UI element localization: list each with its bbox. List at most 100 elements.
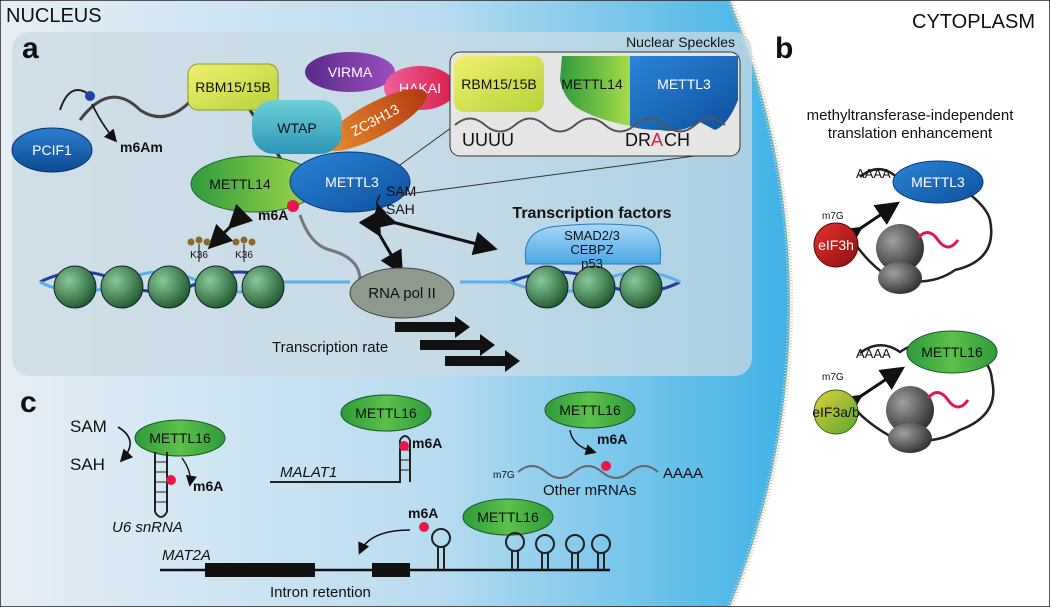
speckles-title: Nuclear Speckles bbox=[626, 34, 735, 50]
c-other-mrnas-label: Other mRNAs bbox=[543, 482, 636, 499]
b-eif3h-label: eIF3h bbox=[818, 237, 854, 253]
m6a-dot-a bbox=[287, 200, 299, 212]
speckle-mettl3 bbox=[630, 56, 738, 131]
speckle-drach-post: CH bbox=[664, 130, 690, 150]
nucleosomes-right bbox=[525, 265, 663, 309]
rna-pol-ii bbox=[349, 267, 455, 319]
hairpin bbox=[535, 534, 555, 570]
c-intron-arrow bbox=[358, 529, 411, 555]
c-malat1-rna bbox=[270, 435, 411, 483]
c-hairpins bbox=[431, 528, 611, 570]
speckle-rbm15 bbox=[454, 56, 544, 112]
c-sam: SAM bbox=[70, 417, 107, 436]
hairpin bbox=[591, 534, 611, 570]
c-m6a-arrow-a bbox=[181, 457, 197, 487]
k36-mark-1 bbox=[187, 236, 211, 262]
mettl3-protein bbox=[289, 151, 411, 213]
speckle-mettl3-label: METTL3 bbox=[657, 76, 711, 92]
c-other-mrna bbox=[517, 465, 659, 479]
nucleus-label: NUCLEUS bbox=[6, 5, 102, 27]
c-intron-label: Intron retention bbox=[270, 584, 371, 601]
rnapol-label: RNA pol II bbox=[368, 285, 436, 302]
b-mettl3-label: METTL3 bbox=[911, 174, 965, 190]
c-m6a-dot-a bbox=[166, 475, 176, 485]
b-ribosome-2-small bbox=[888, 423, 932, 453]
b-ribosome-1-small bbox=[878, 262, 922, 294]
hairpin bbox=[505, 532, 525, 570]
b-m7g-2: m7G bbox=[822, 372, 844, 383]
nucleosome bbox=[525, 265, 569, 309]
tf-title: Transcription factors bbox=[512, 205, 671, 222]
rate-arrow-2 bbox=[420, 334, 495, 356]
rbm15-protein bbox=[187, 63, 279, 111]
hairpin bbox=[565, 534, 585, 570]
speckle-mettl14 bbox=[560, 56, 630, 126]
b-ribosome-1 bbox=[876, 224, 924, 272]
nucleosome bbox=[100, 265, 144, 309]
k36-label-1: K36 bbox=[190, 250, 208, 261]
m6am-label: m6Am bbox=[120, 139, 163, 155]
c-m7g: m7G bbox=[493, 470, 515, 481]
c-u6-stem bbox=[155, 461, 167, 503]
k36-label-2: K36 bbox=[235, 250, 253, 261]
writer-rna-bottom bbox=[298, 214, 362, 281]
c-malat1-label: MALAT1 bbox=[280, 464, 337, 481]
nucleosome bbox=[572, 265, 616, 309]
b-peptide-1 bbox=[916, 231, 960, 249]
b-ribosome-2 bbox=[886, 386, 934, 434]
speckle-connector-2 bbox=[399, 149, 741, 196]
b-aaaa-2: AAAA bbox=[856, 346, 891, 361]
nucleosome bbox=[241, 265, 285, 309]
sam-label-a: SAM bbox=[386, 183, 416, 199]
zc3h13-protein bbox=[323, 88, 427, 152]
c-m6a-label-d: m6A bbox=[408, 505, 438, 521]
c-mettl16-d-label: METTL16 bbox=[477, 509, 539, 525]
transcription-rate-label: Transcription rate bbox=[272, 339, 388, 356]
c-aaaa: AAAA bbox=[663, 465, 703, 482]
c-mat2a-label: MAT2A bbox=[162, 547, 211, 564]
tf-p53: p53 bbox=[581, 256, 603, 271]
mettl14-k36-arrow bbox=[207, 203, 254, 250]
c-u6-label: U6 snRNA bbox=[112, 519, 183, 536]
nucleosomes-left bbox=[53, 265, 285, 309]
speckle-rbm15-label: RBM15/15B bbox=[461, 76, 536, 92]
b-mettl3-protein bbox=[892, 160, 984, 204]
mettl14-label: METTL14 bbox=[209, 176, 271, 192]
c-m6a-dot-c bbox=[601, 461, 611, 471]
speckle-drach-pre: DR bbox=[625, 130, 651, 150]
rate-arrow-1 bbox=[395, 316, 470, 338]
pcif1-label: PCIF1 bbox=[32, 142, 72, 158]
k36-mark-2 bbox=[232, 236, 256, 262]
c-m6a-label-c: m6A bbox=[597, 431, 627, 447]
tf-cebpz: CEBPZ bbox=[570, 242, 613, 257]
pcif1-arrow bbox=[91, 103, 118, 143]
mettl3-label: METTL3 bbox=[325, 174, 379, 190]
c-m6a-arrow-c bbox=[569, 429, 597, 456]
b-mettl16-protein bbox=[906, 330, 998, 374]
b-arrow-2 bbox=[836, 366, 905, 418]
b-eif3ab-label: eIF3a/b bbox=[812, 404, 860, 420]
speckle-rna bbox=[454, 117, 726, 133]
wtap-protein bbox=[252, 100, 342, 154]
nucleosome bbox=[619, 265, 663, 309]
b-peptide-2 bbox=[926, 391, 970, 409]
b-m7g-1: m7G bbox=[822, 211, 844, 222]
panel-b-letter: b bbox=[775, 32, 793, 65]
tf-smad: SMAD2/3 bbox=[564, 228, 620, 243]
virma-protein bbox=[305, 52, 395, 92]
c-m6a-label-b: m6A bbox=[412, 435, 442, 451]
rate-arrow-3 bbox=[445, 350, 520, 372]
nucleosome bbox=[147, 265, 191, 309]
speckle-uuuu: UUUU bbox=[462, 130, 514, 150]
b-arrow-1 bbox=[836, 201, 900, 251]
sah-label-a: SAH bbox=[386, 201, 415, 217]
cytoplasm-label: CYTOPLASM bbox=[912, 11, 1035, 33]
tf-complex bbox=[524, 223, 662, 265]
speckle-drach-a: A bbox=[651, 130, 663, 150]
rbm15-label: RBM15/15B bbox=[195, 79, 270, 95]
pcif1-protein bbox=[11, 127, 93, 173]
c-mat2a-exon-1 bbox=[205, 563, 315, 577]
b-eif3ab-protein bbox=[813, 389, 859, 435]
hairpin bbox=[431, 528, 451, 570]
m6a-label-a: m6A bbox=[258, 207, 288, 223]
